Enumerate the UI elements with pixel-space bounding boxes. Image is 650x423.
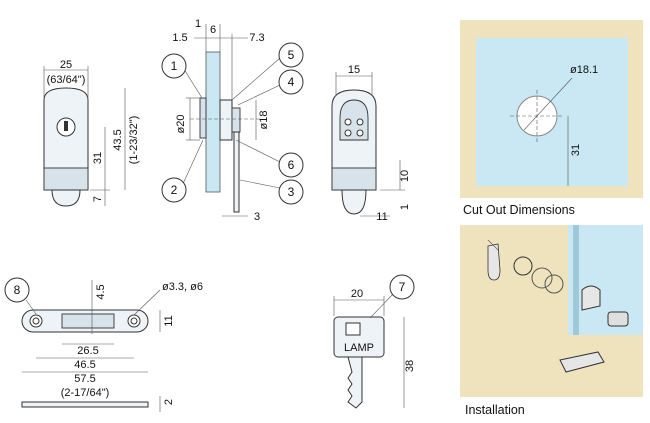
end-height: 10 — [399, 170, 411, 182]
cutout-caption: Cut Out Dimensions — [463, 203, 575, 217]
front-width: 25 — [60, 59, 72, 71]
key-length: 38 — [404, 360, 416, 372]
side-d2: 1.5 — [172, 32, 187, 44]
plate-d3: 57.5 — [74, 373, 95, 385]
strike-plate: ø3.3, ø6 4.5 26.5 46.5 57.5 (2-17/64") 1… — [21, 280, 203, 412]
callout-6: 6 — [288, 158, 295, 172]
front-height-b: 43.5 — [112, 129, 124, 150]
installation-panel: Installation — [460, 225, 643, 417]
front-width-inch: (63/64") — [47, 74, 86, 86]
cutout-offset: 31 — [570, 144, 582, 156]
cutout-panel: ø18.1 31 Cut Out Dimensions — [460, 20, 643, 217]
side-dia20: ø20 — [175, 115, 187, 134]
key: LAMP 20 38 7 — [333, 274, 416, 409]
side-view: 1 1.5 6 7.3 ø20 ø18 3 — [172, 18, 270, 223]
side-d3: 6 — [210, 24, 216, 36]
key-width: 20 — [351, 288, 363, 300]
cutout-diameter: ø18.1 — [570, 64, 598, 76]
front-height-b-inch: (1-23/32") — [128, 116, 140, 165]
plate-height: 11 — [163, 315, 175, 326]
callout-8-group: 8 — [4, 277, 37, 315]
callout-1: 1 — [171, 59, 178, 73]
callouts: 1 2 3 4 5 6 — [161, 42, 304, 205]
plate-d2: 46.5 — [74, 359, 95, 371]
callout-2: 2 — [171, 183, 178, 197]
plate-thick: 2 — [163, 399, 175, 405]
side-dia18: ø18 — [258, 111, 270, 130]
side-d1: 1 — [195, 18, 201, 30]
callout-5: 5 — [288, 48, 295, 62]
key-brand: LAMP — [344, 342, 374, 354]
end-bottom: 11 — [376, 211, 387, 223]
end-width: 15 — [348, 64, 360, 76]
side-d5: 3 — [254, 211, 260, 223]
front-bottom: 7 — [92, 196, 104, 202]
plate-h: 4.5 — [95, 284, 107, 299]
plate-hole-label: ø3.3, ø6 — [162, 281, 203, 293]
front-height-a: 31 — [92, 152, 104, 164]
callout-8: 8 — [14, 283, 21, 297]
end-view: 15 10 1 11 — [331, 64, 411, 223]
callout-3: 3 — [288, 185, 295, 199]
front-view: 25 (63/64") 31 43.5 (1-23/32") 7 — [43, 59, 140, 207]
callout-7: 7 — [399, 280, 406, 294]
plate-d1: 26.5 — [77, 345, 98, 357]
installation-caption: Installation — [465, 403, 525, 417]
end-small: 1 — [399, 204, 411, 210]
side-d4: 7.3 — [249, 32, 264, 44]
plate-d3-inch: (2-17/64") — [61, 387, 110, 399]
callout-4: 4 — [288, 75, 295, 89]
